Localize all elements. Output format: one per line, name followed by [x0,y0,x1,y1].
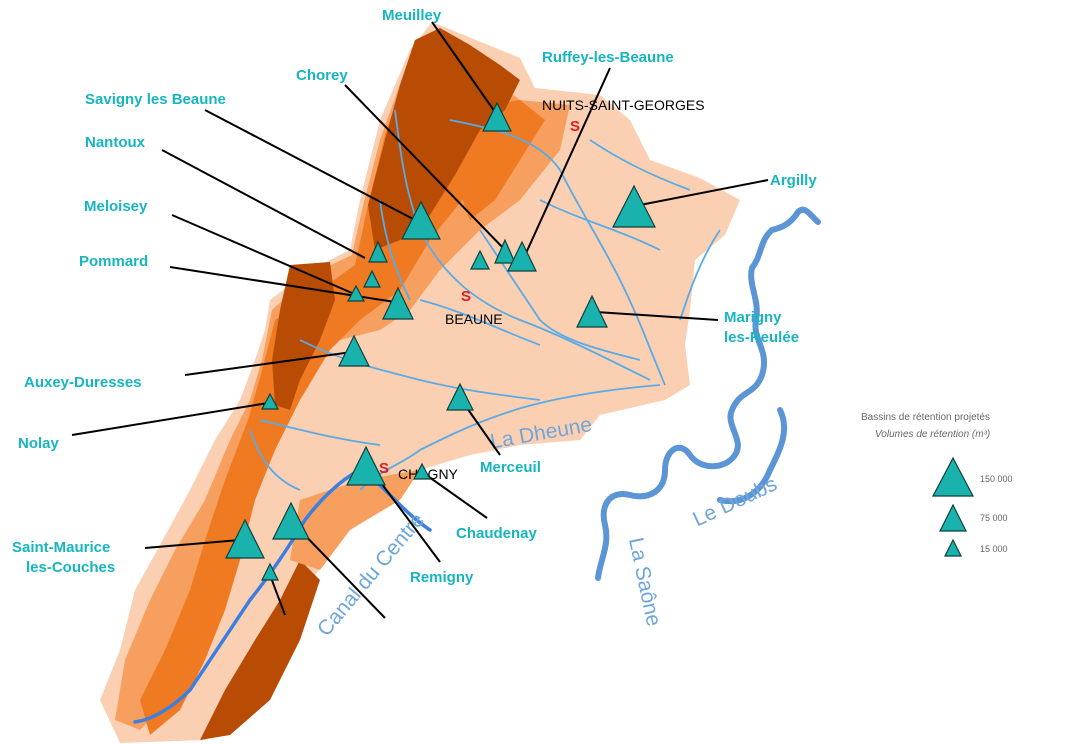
basin-savigny [401,200,441,240]
relief-dark-west [272,262,335,410]
basin-nantoux-2 [363,269,381,288]
label-stmaurice-2: les-Couches [26,559,115,576]
label-merceuil: Merceuil [480,459,541,476]
basin-chaudenay [413,462,431,480]
basin-nantoux-1 [368,240,388,263]
leader-argilly [639,179,769,206]
beaune-label: BEAUNE [445,311,503,327]
commune-labels: Meuilley Ruffey-les-Beaune Chorey Savign… [12,7,817,586]
leader-south-2 [269,574,286,616]
label-meloisey: Meloisey [84,198,148,215]
basin-auxey [338,334,370,367]
basin-south-2 [261,562,279,581]
leader-meloisey [171,214,353,294]
legend-label-75000: 75 000 [980,513,1008,523]
relief-light-zone [100,22,740,743]
label-meuilley: Meuilley [382,7,442,24]
river-west [259,339,541,446]
nuits-symbol: S [570,118,580,135]
legend-symbol-75000 [939,503,967,532]
leader-nantoux [161,149,366,259]
basin-ruffey [507,240,537,272]
river-doubs [595,206,821,581]
basin-meloisey [347,284,365,302]
label-auxey: Auxey-Duresses [24,374,142,391]
label-nantoux: Nantoux [85,134,146,151]
leader-auxey [184,351,353,376]
leader-south-1 [294,524,386,619]
basin-merceuil [446,382,474,411]
leader-savigny [204,109,416,221]
relief-dark-south [200,560,320,740]
label-chaudenay: Chaudenay [456,525,538,542]
legend-symbol-150000 [932,456,974,497]
leader-meuilley [431,21,496,113]
basin-marigny [576,294,608,328]
basin-chorey-1 [470,249,490,270]
basin-stmaurice [225,518,265,559]
leader-lines [71,21,769,619]
legend: Bassins de rétention projetés Volumes de… [861,412,1013,557]
basin-argilly [612,184,656,228]
relief-mid-zone [115,40,570,730]
river-saone [717,407,788,505]
basin-pommard [382,286,414,320]
river-network [249,109,721,491]
leader-ruffey [521,67,611,263]
relief-mid-southeast [290,470,420,570]
doubs-label: Le Doubs [689,472,780,531]
basin-meuilley [482,101,512,132]
chagny-symbol: S [379,460,389,477]
basins [225,101,656,581]
label-pommard: Pommard [79,253,148,270]
leader-nolay [71,402,269,436]
nuits-label: NUITS-SAINT-GEORGES [542,97,705,113]
towns: S NUITS-SAINT-GEORGES S BEAUNE S CHAGNY [379,97,705,482]
label-argilly: Argilly [770,172,817,189]
legend-subtitle: Volumes de rétention (m³) [875,429,990,440]
label-stmaurice-1: Saint-Maurice [12,539,110,556]
river-south [249,199,411,491]
basin-chorey-2 [494,238,516,264]
basin-south-1 [272,501,310,540]
leader-chaudenay [421,471,488,519]
river-east [539,139,721,321]
leader-stmaurice [144,539,241,549]
beaune-symbol: S [461,288,471,305]
river-north-1 [394,109,651,381]
legend-label-15000: 15 000 [980,544,1008,554]
legend-symbol-15000 [944,538,962,557]
label-savigny: Savigny les Beaune [85,91,226,108]
label-marigny-2: les-Reulée [724,329,799,346]
leader-marigny [595,311,719,321]
basin-nolay [261,392,279,410]
label-ruffey: Ruffey-les-Beaune [542,49,674,66]
legend-label-150000: 150 000 [980,474,1013,484]
label-nolay: Nolay [18,435,60,452]
relief-dark-north [368,28,520,250]
legend-title: Bassins de rétention projetés [861,412,990,423]
label-remigny: Remigny [410,569,474,586]
basin-remigny [346,445,386,486]
relief-layer [100,22,740,743]
river-main-dheune [359,384,661,491]
label-chorey: Chorey [296,67,348,84]
chagny-label: CHAGNY [398,466,459,482]
leader-chorey [344,84,509,254]
saone-label: La Saône [624,536,665,629]
label-marigny-1: Marigny [724,309,782,326]
